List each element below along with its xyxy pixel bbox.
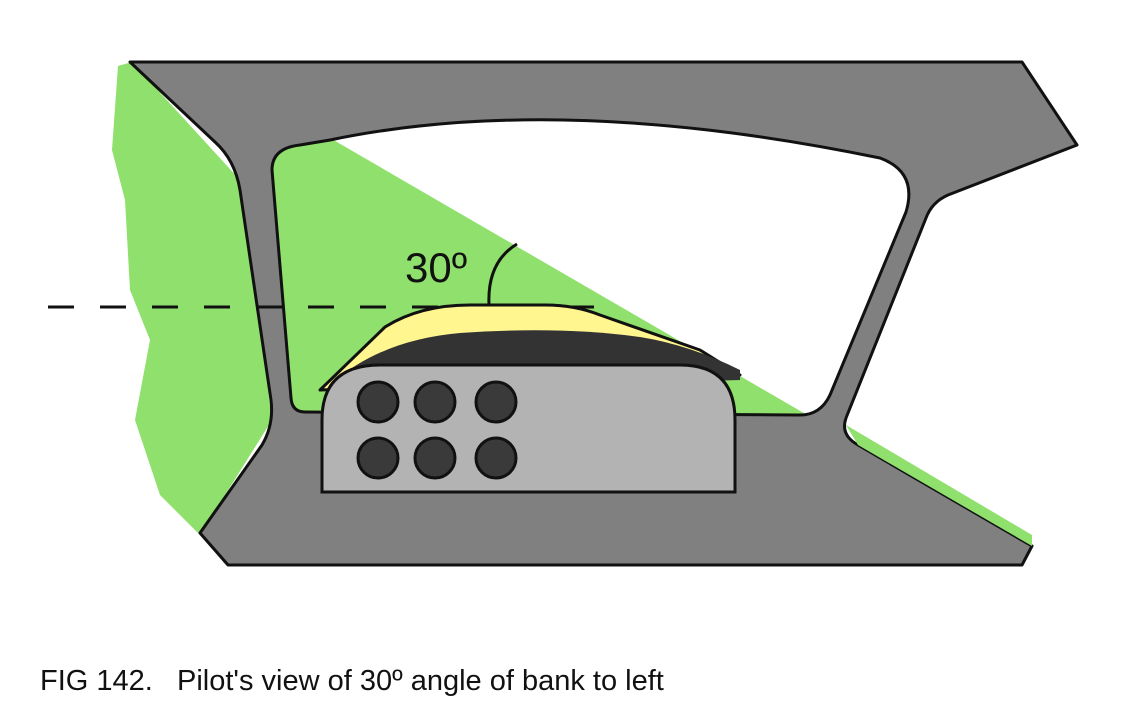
angle-arc bbox=[487, 242, 518, 306]
instrument-dials bbox=[356, 380, 518, 480]
angle-label: 30º bbox=[405, 244, 467, 291]
instrument-dial-icon bbox=[356, 380, 400, 424]
instrument-dial-icon bbox=[474, 436, 518, 480]
ground-outside-right bbox=[846, 425, 1032, 546]
instrument-dial-icon bbox=[356, 436, 400, 480]
instrument-dial-icon bbox=[474, 380, 518, 424]
ground-outside-left bbox=[112, 62, 272, 535]
instrument-dial-icon bbox=[413, 436, 457, 480]
figure-caption: FIG 142. Pilot's view of 30º angle of ba… bbox=[40, 665, 664, 697]
instrument-dial-icon bbox=[413, 380, 457, 424]
